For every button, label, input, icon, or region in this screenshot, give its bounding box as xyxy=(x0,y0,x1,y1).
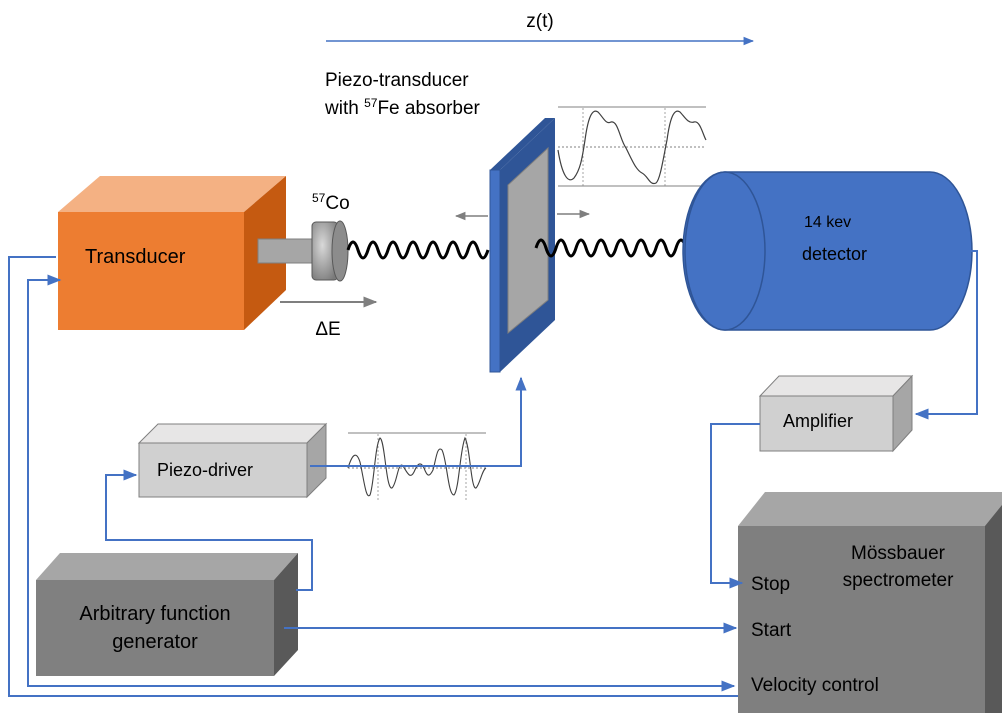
spectrometer-title-line2: spectrometer xyxy=(843,570,955,591)
absorber-label-line2: with 57Fe absorber xyxy=(324,96,481,119)
spectrometer-velocity-label: Velocity control xyxy=(751,675,879,696)
wire-amplifier-to-stop xyxy=(710,423,760,589)
piezo-driver-label: Piezo-driver xyxy=(157,460,253,480)
absorber-plate xyxy=(489,118,555,373)
gamma-wave-outgoing xyxy=(534,238,710,258)
transducer-label: Transducer xyxy=(85,246,186,268)
source-label: 57Co xyxy=(312,191,350,214)
detector-cylinder xyxy=(682,171,973,331)
wire-driver-to-absorber xyxy=(310,376,527,467)
signal-wires xyxy=(8,250,978,697)
generator-label-line1: Arbitrary function xyxy=(79,603,230,625)
amplifier-box xyxy=(758,374,914,453)
z-motion-label: z(t) xyxy=(526,11,553,32)
transducer-box xyxy=(58,176,286,330)
generator-label-line2: generator xyxy=(112,631,198,653)
spectrometer-box xyxy=(738,492,1002,713)
generator-box xyxy=(36,553,298,676)
detector-label-line1: 14 kev xyxy=(804,214,851,231)
piezo-driver-box xyxy=(137,422,328,499)
absorber-waveform-plot xyxy=(557,106,707,187)
detector-label-line2: detector xyxy=(802,244,867,264)
gamma-wave-incoming xyxy=(346,240,490,260)
absorber-label-line1: Piezo-transducer xyxy=(325,70,469,91)
delta-e-label: ΔE xyxy=(315,319,340,340)
driver-waveform-plot xyxy=(347,432,487,502)
spectrometer-stop-label: Stop xyxy=(751,574,790,595)
wire-detector-to-amplifier xyxy=(914,250,978,420)
wire-generator-to-driver xyxy=(105,469,313,591)
cobalt-source xyxy=(257,220,349,282)
amplifier-label: Amplifier xyxy=(783,411,853,431)
spectrometer-start-label: Start xyxy=(751,620,792,641)
wire-velocity-to-transducer xyxy=(8,256,738,697)
spectrometer-title-line1: Mössbauer xyxy=(851,543,946,564)
